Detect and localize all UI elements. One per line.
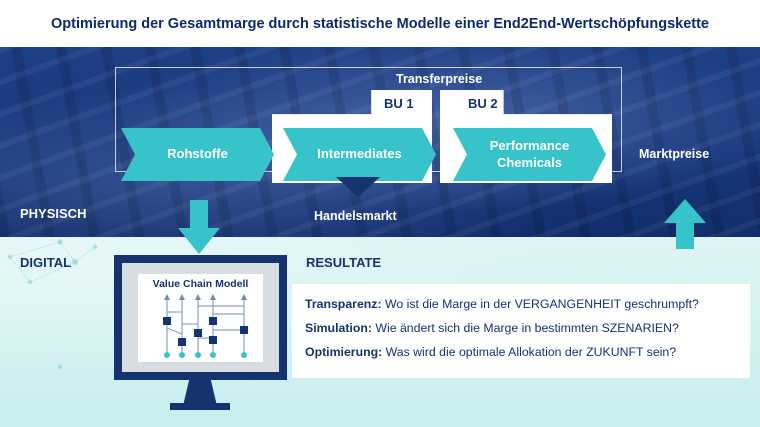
result-optimierung: Optimierung: Was wird die optimale Allok…	[305, 345, 676, 359]
results-title: RESULTATE	[306, 255, 382, 270]
results-box: Transparenz: Wo ist die Marge in der VER…	[292, 284, 750, 378]
value-chain-network-icon	[163, 294, 248, 358]
step-performance-label: Performance	[489, 138, 570, 154]
result-text: Wo ist die Marge in der VERGANGENHEIT ge…	[381, 297, 699, 311]
bu1-label: BU 1	[384, 96, 414, 111]
bu2-label: BU 2	[468, 96, 498, 111]
result-text: Was wird die optimale Allokation der ZUK…	[382, 345, 677, 359]
monitor-stand	[183, 380, 217, 406]
physisch-label: PHYSISCH	[20, 206, 87, 221]
result-term: Simulation:	[305, 321, 372, 335]
step-performance-chemicals: Performance Chemicals	[453, 128, 606, 181]
up-arrow-icon	[664, 199, 706, 249]
step-intermediates-label: Intermediates	[317, 146, 402, 162]
handelsmarkt-arrow-icon	[336, 177, 380, 197]
result-term: Optimierung:	[305, 345, 383, 359]
transferpreise-label: Transferpreise	[396, 72, 483, 86]
network-decoration-icon	[7, 239, 702, 370]
handelsmarkt-label: Handelsmarkt	[314, 209, 397, 223]
down-arrow-icon	[178, 200, 220, 254]
digital-label: DIGITAL	[20, 255, 72, 270]
page-title: Optimierung der Gesamtmarge durch statis…	[50, 15, 709, 32]
marktpreise-label: Marktpreise	[639, 147, 710, 161]
step-intermediates: Intermediates	[283, 128, 436, 181]
step-rohstoffe-label: Rohstoffe	[167, 146, 228, 162]
step-rohstoffe: Rohstoffe	[121, 128, 274, 181]
step-chemicals-label: Chemicals	[496, 154, 563, 170]
value-chain-model: Value Chain Modell	[138, 274, 263, 362]
monitor-screen: Value Chain Modell	[122, 263, 279, 372]
value-chain-title: Value Chain Modell	[152, 278, 249, 290]
result-text: Wie ändert sich die Marge in bestimmten …	[371, 321, 679, 335]
result-simulation: Simulation: Wie ändert sich die Marge in…	[305, 321, 679, 335]
result-term: Transparenz:	[305, 297, 382, 311]
result-transparenz: Transparenz: Wo ist die Marge in der VER…	[305, 297, 699, 311]
monitor-base	[170, 403, 230, 410]
monitor: Value Chain Modell	[114, 255, 287, 380]
